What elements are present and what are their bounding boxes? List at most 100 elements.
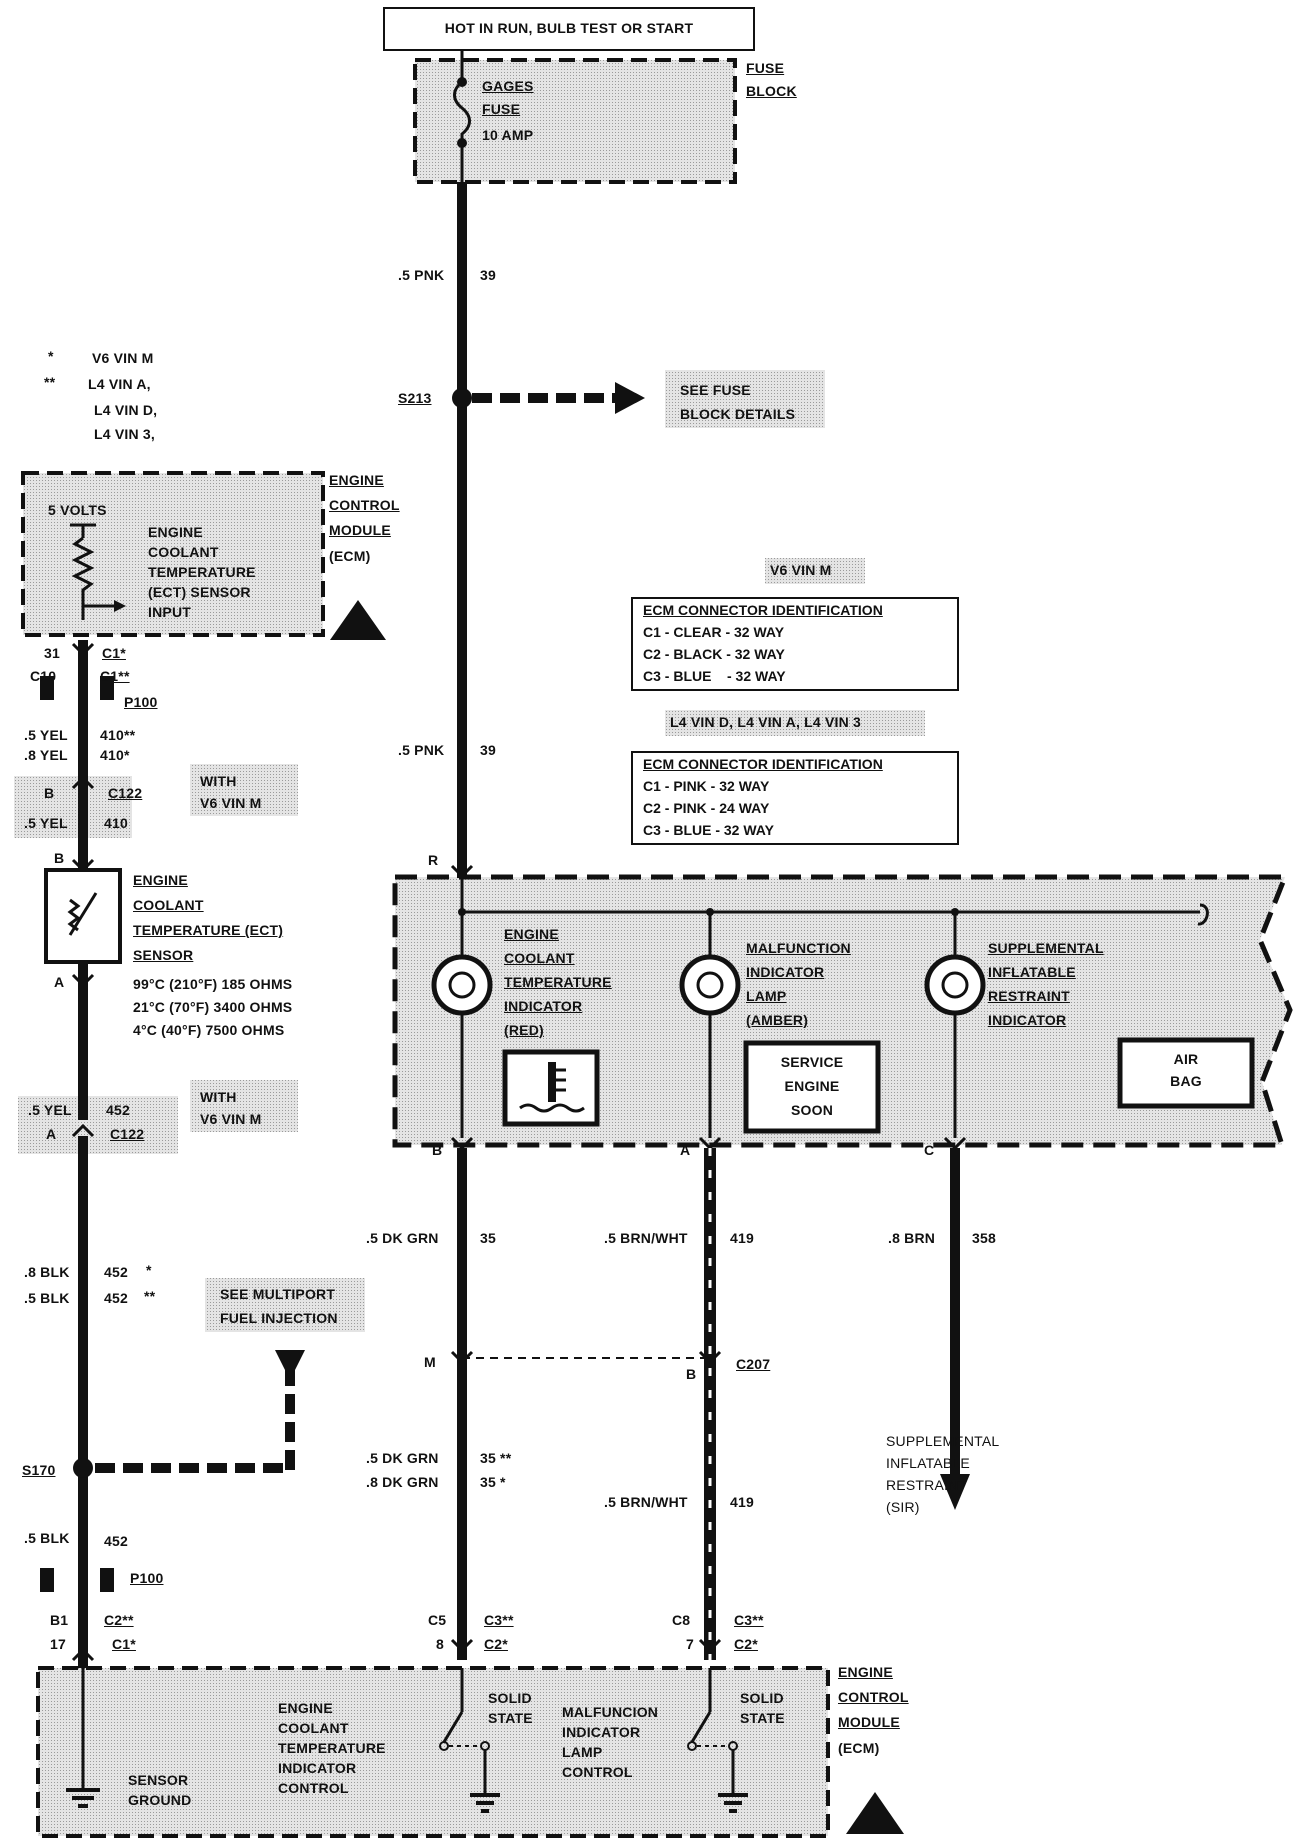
cluster-border [392, 874, 1293, 1148]
c122-top-with-note: WITH V6 VIN M [200, 773, 262, 811]
ecm-id-box-v6 [631, 597, 959, 691]
cluster-pin-c: C [924, 1142, 935, 1158]
wire-452-circuit-1: 452 [104, 1264, 128, 1280]
wire-452-circuit-2: 452 [104, 1290, 128, 1306]
ecm-id-v6-row-1: C1 - CLEAR - 32 WAY [643, 624, 785, 640]
footnote-dstar-text-2: L4 VIN D, [94, 402, 158, 418]
fuse-name-2: FUSE [482, 101, 521, 117]
c122-top-conn: C122 [108, 785, 143, 801]
top-power-box [383, 7, 755, 51]
wire-39-circuit-mid: 39 [480, 742, 496, 758]
ect-indicator-label: ENGINE COOLANT TEMPERATURE INDICATOR (RE… [504, 926, 612, 1038]
c122-bot-circuit: 452 [106, 1102, 130, 1118]
mil-control-label: MALFUNCION INDICATOR LAMP CONTROL [562, 1704, 659, 1780]
ecm-bot-conn-c2-star-2: C2* [734, 1636, 758, 1652]
l4-heading-shade [665, 710, 925, 736]
ect-sensor-name-2: COOLANT [133, 897, 204, 913]
c122-bot-pin: A [46, 1126, 57, 1142]
ect-sensor-name-1: ENGINE [133, 872, 188, 888]
wire-452-gauge-2: .5 BLK [24, 1290, 70, 1306]
ect-sensor-name-4: SENSOR [133, 947, 194, 963]
ect-indicator-control-label: ENGINE COOLANT TEMPERATURE INDICATOR CON… [278, 1700, 386, 1796]
ecm-top-pin-31: 31 [44, 645, 60, 661]
cluster-shade [395, 877, 1290, 1145]
s170-circuit: 452 [104, 1533, 128, 1549]
ecm-id-v6-row-2: C2 - BLACK - 32 WAY [643, 646, 785, 662]
footnote-dstar-text-1: L4 VIN A, [88, 376, 151, 392]
c207-pin-m: M [424, 1354, 436, 1370]
c122-bot-with-note: WITH V6 VIN M [200, 1089, 262, 1127]
cluster-pin-r: R [428, 852, 439, 868]
ecm-bot-pin-8: 8 [436, 1636, 444, 1652]
ecm-top-title-2: CONTROL [329, 497, 400, 513]
cluster-pin-a: A [680, 1142, 691, 1158]
splice-s213 [452, 388, 472, 408]
ecm-bottom-border [36, 1666, 830, 1838]
fuse-rating: 10 AMP [482, 127, 534, 143]
ecm-bot-conn-c2-dstar: C2** [104, 1612, 134, 1628]
ect-sensor-pin-a: A [54, 974, 65, 990]
ecm-id-l4-heading: L4 VIN D, L4 VIN A, L4 VIN 3 [670, 714, 862, 730]
wire-419-circuit: 419 [730, 1230, 754, 1246]
wire-39-gauge-mid: .5 PNK [398, 742, 445, 758]
wire-35b-circuit-2: 35 * [480, 1474, 506, 1490]
ecm-top-conn-c1-star: C1* [102, 645, 126, 661]
ecm-top-shade [23, 473, 323, 635]
sir-indicator-label: SUPPLEMENTAL INFLATABLE RESTRAINT INDICA… [988, 940, 1104, 1028]
wire-410-circuit-1: 410** [100, 727, 136, 743]
sensor-ground-label: SENSOR GROUND [128, 1772, 192, 1808]
ect-spec-2: 21°C (70°F) 3400 OHMS [133, 999, 293, 1015]
wire-35b-gauge-2: .8 DK GRN [366, 1474, 439, 1490]
ecm-bot-pin-c8: C8 [672, 1612, 691, 1628]
ecm-id-l4-row-3: C3 - BLUE - 32 WAY [643, 822, 774, 838]
esd-icon-top [330, 600, 386, 640]
ect-sensor-name-3: TEMPERATURE (ECT) [133, 922, 284, 938]
wire-39-circuit-top: 39 [480, 267, 496, 283]
fuse-ref-shade [665, 370, 825, 428]
ecm-bot-title-1: ENGINE [838, 1664, 893, 1680]
fuse-block-border [413, 58, 737, 184]
v6-heading-shade [765, 558, 865, 584]
ecm-bot-pin-c5: C5 [428, 1612, 447, 1628]
ecm-bot-title-2: CONTROL [838, 1689, 909, 1705]
wire-358-gauge: .8 BRN [888, 1230, 936, 1246]
splice-s170 [73, 1458, 93, 1478]
p100-bottom-label: P100 [130, 1570, 164, 1586]
footnote-star: * [48, 348, 54, 364]
footnote-star-text: V6 VIN M [92, 350, 154, 366]
splice-s170-label: S170 [22, 1462, 56, 1478]
s170-gauge: .5 BLK [24, 1530, 70, 1546]
ecm-bot-conn-c3-dstar-1: C3** [484, 1612, 514, 1628]
wire-419b-circuit: 419 [730, 1494, 754, 1510]
bulb-ect [431, 912, 493, 1138]
ecm-bottom-shade [38, 1668, 828, 1836]
wire-452-star: * [146, 1262, 152, 1278]
ecm-id-v6-heading: V6 VIN M [770, 562, 832, 578]
air-bag-lamp: AIR BAG [1170, 1051, 1202, 1089]
esd-icon-bottom [846, 1792, 904, 1834]
cluster-pin-b: B [432, 1142, 443, 1158]
c122-top-circuit: 410 [104, 815, 128, 831]
footnote-dstar-text-3: L4 VIN 3, [94, 426, 155, 442]
fuse-name-1: GAGES [482, 78, 534, 94]
wire-35-circuit: 35 [480, 1230, 496, 1246]
ecm-id-v6-row-3: C3 - BLUE - 32 WAY [643, 668, 786, 684]
airbag-lamp-box [1117, 1037, 1255, 1109]
wire-419b-gauge: .5 BRN/WHT [604, 1494, 688, 1510]
ecm-bot-conn-c2-star-1: C2* [484, 1636, 508, 1652]
wire-410-gauge-1: .5 YEL [24, 727, 68, 743]
see-multiport-fuel-injection: SEE MULTIPORT FUEL INJECTION [220, 1286, 338, 1326]
bulb-sir [924, 912, 986, 1138]
wire-419-gauge: .5 BRN/WHT [604, 1230, 688, 1246]
ect-spec-3: 4°C (40°F) 7500 OHMS [133, 1022, 285, 1038]
ecm-bot-conn-c3-dstar-2: C3** [734, 1612, 764, 1628]
ecm-top-border [21, 471, 325, 637]
wire-410-circuit-2: 410* [100, 747, 130, 763]
c122-bot-shade [18, 1096, 178, 1154]
c122-top-pin: B [44, 785, 55, 801]
wire-39-gauge-top: .5 PNK [398, 267, 445, 283]
splice-s213-label: S213 [398, 390, 432, 406]
ecm-bot-pin-b1: B1 [50, 1612, 69, 1628]
ecm-id-l4-title: ECM CONNECTOR IDENTIFICATION [643, 756, 883, 772]
ecm-bot-pin-7: 7 [686, 1636, 694, 1652]
